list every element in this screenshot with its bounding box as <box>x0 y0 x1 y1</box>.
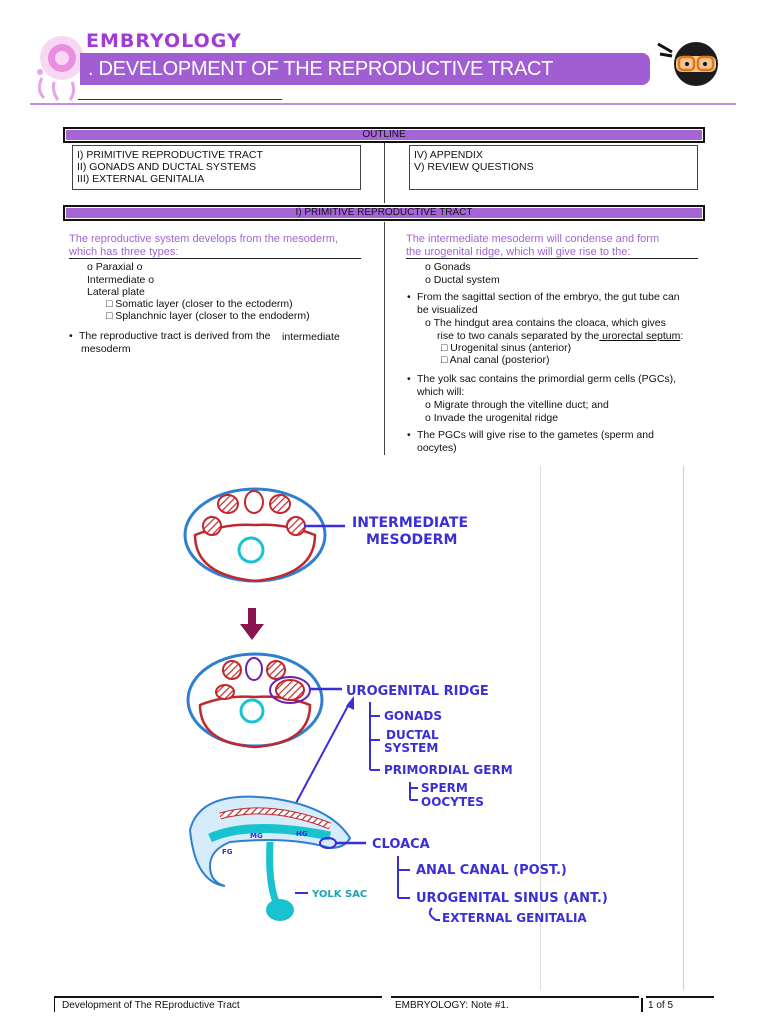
cross-section-ridge <box>186 652 342 749</box>
left-intro-line-2: which has three types: <box>69 246 179 258</box>
label-external-genitalia: EXTERNAL GENITALIA <box>442 911 587 925</box>
urorectal-septum-term: urorectal septum <box>599 330 681 342</box>
gametes-line-2: oocytes) <box>417 442 457 454</box>
label-urogenital-sinus: UROGENITAL SINUS (ANT.) <box>416 891 608 906</box>
mesoderm-type-intermediate: Intermediate o <box>87 274 155 286</box>
brand-title: EMBRYOLOGY <box>86 30 242 52</box>
hindgut-line-2-text: rise to two canals separated by the <box>437 330 600 342</box>
footer-rule-left <box>54 996 382 998</box>
outline-item-4[interactable]: IV) APPENDIX <box>414 149 483 161</box>
section-heading-primitive-tract: I) PRIMITIVE REPRODUCTIVE TRACT <box>63 205 705 221</box>
label-fg: FG <box>222 848 233 856</box>
left-bullet-text-1: The reproductive tract is derived from t… <box>79 330 271 342</box>
bullet-dot: • <box>407 373 411 385</box>
sagittal-section <box>188 795 366 921</box>
urogenital-sinus-item: □ Urogenital sinus (anterior) <box>441 342 572 354</box>
pgc-invade-item: o Invade the urogenital ridge <box>425 412 559 424</box>
right-intro-line-1: The intermediate mesoderm will condense … <box>406 233 660 245</box>
sagittal-line-1: From the sagittal section of the embryo,… <box>417 291 680 303</box>
header-divider <box>30 103 736 105</box>
label-gonads: GONADS <box>384 709 442 723</box>
bullet-dot: • <box>407 429 411 441</box>
ridge-ductal-item: o Ductal system <box>425 274 500 286</box>
left-intro-rule <box>69 258 361 259</box>
page-title: . DEVELOPMENT OF THE REPRODUCTIVE TRACT <box>80 53 650 85</box>
outline-item-3[interactable]: III) EXTERNAL GENITALIA <box>77 173 205 185</box>
left-bullet-text-2: mesoderm <box>81 343 131 355</box>
reproductive-tract-diagram: INTERMEDIATE MESODERM UROGENITAL RIDGE G… <box>183 487 608 925</box>
section-column-divider <box>384 222 385 455</box>
bullet-dot: • <box>407 291 411 303</box>
label-cloaca: CLOACA <box>372 837 430 852</box>
sagittal-line-2: be visualized <box>417 304 478 316</box>
footer-doc-title: Development of The REproductive Tract <box>62 1000 240 1011</box>
bullet-dot: • <box>69 330 73 342</box>
yolk-sac-line-1: The yolk sac contains the primordial ger… <box>417 373 677 385</box>
left-intro-line-1: The reproductive system develops from th… <box>69 233 339 245</box>
hindgut-line-2: rise to two canals separated by the uror… <box>437 330 683 343</box>
ninja-mascot-icon <box>657 42 718 86</box>
hindgut-line-1: o The hindgut area contains the cloaca, … <box>425 317 666 329</box>
footer-rule-center <box>391 996 639 998</box>
left-bullet-text-1b: intermediate <box>282 331 340 343</box>
splanchnic-layer-item: □ Splanchnic layer (closer to the endode… <box>106 310 310 322</box>
mesoderm-type-paraxial: o Paraxial o <box>87 261 143 273</box>
right-intro-line-2: the urogenital ridge, which will give ri… <box>406 246 631 258</box>
label-ductal-1: DUCTAL <box>386 728 439 742</box>
cross-section-early <box>183 487 345 583</box>
label-yolk-sac: YOLK SAC <box>311 889 367 900</box>
footer-note-label: EMBRYOLOGY: Note #1. <box>395 1000 509 1011</box>
right-intro-rule <box>406 258 698 259</box>
label-intermediate-1: INTERMEDIATE <box>352 515 468 531</box>
outline-item-1[interactable]: I) PRIMITIVE REPRODUCTIVE TRACT <box>77 149 263 161</box>
somatic-layer-item: □ Somatic layer (closer to the ectoderm) <box>106 298 293 310</box>
footer-page-number: 1 of 5 <box>648 1000 674 1011</box>
gametes-line-1: The PGCs will give rise to the gametes (… <box>417 429 654 441</box>
label-hg: HG <box>296 830 308 838</box>
label-mg: MG <box>250 832 263 840</box>
outline-left-box: I) PRIMITIVE REPRODUCTIVE TRACT II) GONA… <box>72 145 361 190</box>
outline-item-5[interactable]: V) REVIEW QUESTIONS <box>414 161 534 173</box>
pgc-migrate-item: o Migrate through the vitelline duct; an… <box>425 399 609 411</box>
outline-right-box: IV) APPENDIX V) REVIEW QUESTIONS <box>409 145 698 190</box>
footer-rule-right <box>646 996 714 998</box>
hindgut-line-2-colon: : <box>680 330 684 342</box>
label-intermediate-2: MESODERM <box>366 532 457 548</box>
outline-heading: OUTLINE <box>63 127 705 143</box>
footer-separator <box>54 998 55 1012</box>
label-sperm: SPERM <box>421 781 468 795</box>
down-arrow-icon <box>240 608 264 640</box>
label-oocytes: OOCYTES <box>421 795 484 809</box>
label-anal-canal: ANAL CANAL (POST.) <box>416 863 567 878</box>
anal-canal-item: □ Anal canal (posterior) <box>441 354 550 366</box>
diagram-side-panel <box>540 466 684 990</box>
title-underline <box>78 99 282 100</box>
outline-column-divider <box>384 143 385 203</box>
embryo-logo-icon <box>37 36 84 101</box>
label-primordial-germ: PRIMORDIAL GERM <box>384 763 513 777</box>
label-ductal-2: SYSTEM <box>384 741 438 755</box>
footer-separator <box>641 998 643 1012</box>
ridge-gonads-item: o Gonads <box>425 261 471 273</box>
label-urogenital-ridge: UROGENITAL RIDGE <box>346 684 489 699</box>
yolk-sac-line-2: which will: <box>417 386 465 398</box>
mesoderm-type-lateral-plate: Lateral plate <box>87 286 145 298</box>
outline-item-2[interactable]: II) GONADS AND DUCTAL SYSTEMS <box>77 161 257 173</box>
